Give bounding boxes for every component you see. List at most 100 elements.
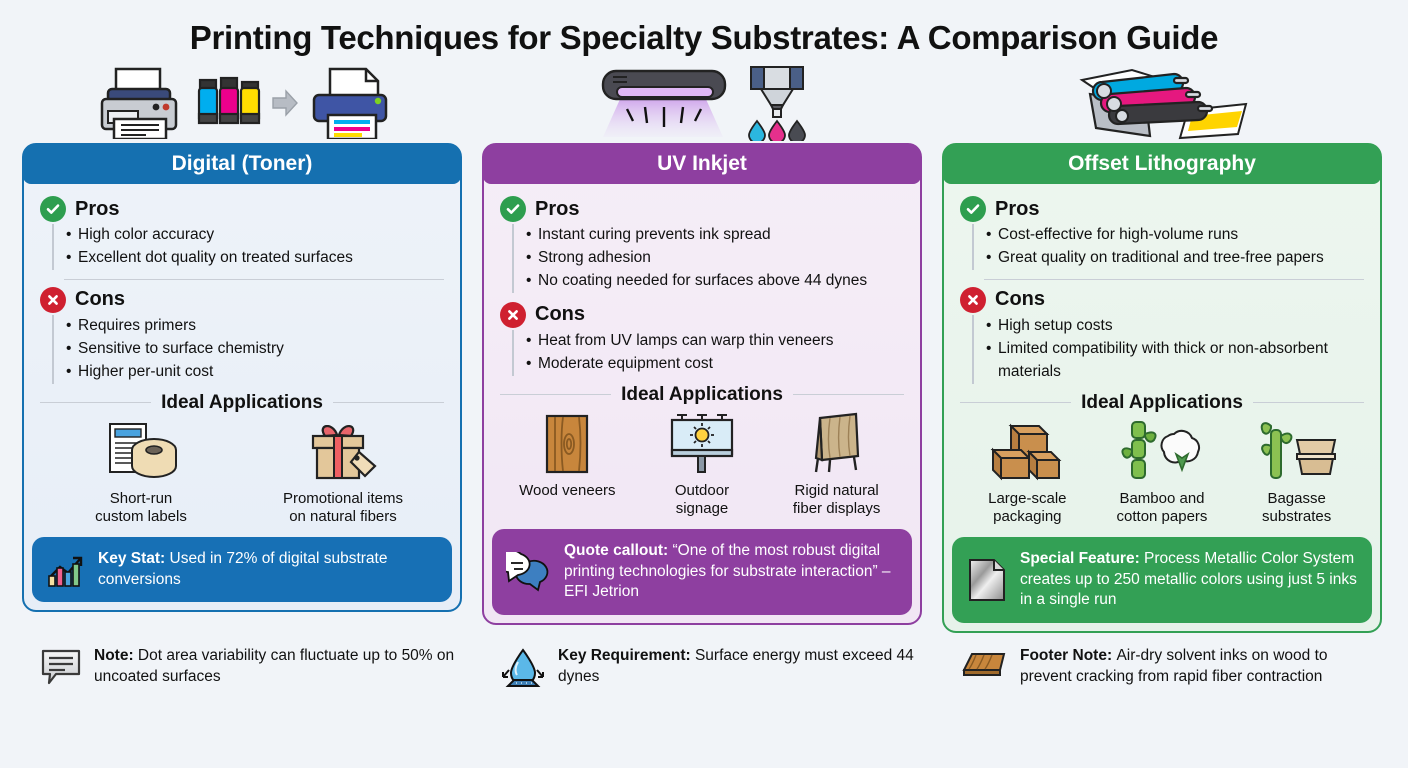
arrow-right-icon [272,89,298,117]
app-item: Large-scale packaging [961,420,1094,528]
ideal-applications-label: Ideal Applications [161,391,323,413]
list-item: Requires primers [66,315,444,338]
pros-label: Pros [535,197,580,220]
divider [984,278,1364,280]
pros-label: Pros [75,197,120,220]
list-item: No coating needed for surfaces above 44 … [526,270,904,293]
column-offset: Offset Lithography Pros Cost-effective f… [942,63,1382,634]
pros-list-digital: High color accuracy Excellent dot qualit… [52,224,444,270]
check-circle-icon [960,196,986,222]
callout-label: Special Feature: [1020,550,1145,568]
list-item: Excellent dot quality on treated surface… [66,247,444,270]
callout-label: Key Stat: [98,550,170,568]
column-uv: UV Inkjet Pros Instant curing prevents i… [482,63,922,633]
list-item: Higher per-unit cost [66,361,444,384]
note-text: Footer Note: Air-dry solvent inks on woo… [1020,646,1382,688]
app-item: Rigid natural fiber displays [770,412,903,520]
pros-heading-digital: Pros [40,196,444,222]
check-circle-icon [500,196,526,222]
callout-body: Used in 72% of digital substrate convers… [98,550,388,588]
ideal-applications-label: Ideal Applications [1081,391,1243,413]
callout-text: Quote callout: “One of the most robust d… [564,541,898,603]
ideal-applications-heading-uv: Ideal Applications [500,383,905,406]
list-item: High setup costs [986,315,1364,338]
pros-list-offset: Cost-effective for high-volume runs Grea… [972,224,1364,270]
note-body: Dot area variability can fluctuate up to… [94,647,455,685]
app-item: Promotional items on natural fibers [276,420,409,528]
ideal-applications-label: Ideal Applications [621,383,783,405]
cons-heading-offset: Cons [960,286,1364,313]
bagasse-containers-icon [1230,420,1363,482]
wood-plank-icon [501,412,634,474]
app-label: Wood veneers [519,481,616,499]
panel-header-uv: UV Inkjet [483,144,921,184]
list-item: Sensitive to surface chemistry [66,338,444,361]
gift-box-icon [276,420,409,482]
callout-digital: Key Stat: Used in 72% of digital substra… [32,537,452,603]
ink-droplets-icon [748,119,806,141]
metallic-sheet-icon [966,557,1008,603]
divider [64,278,444,280]
panel-offset: Offset Lithography Pros Cost-effective f… [942,143,1382,634]
app-item: Short-run custom labels [74,420,207,528]
hero-icons-digital [22,63,462,143]
list-item: Moderate equipment cost [526,353,904,376]
offset-press-rollers-icon [1078,68,1247,140]
note-label: Footer Note: [1020,647,1117,665]
pros-list-uv: Instant curing prevents ink spread Stron… [512,224,904,293]
note-text: Key Requirement: Surface energy must exc… [558,646,922,688]
app-label: Rigid natural fiber displays [792,481,881,518]
cons-label: Cons [75,288,125,311]
list-item: Heat from UV lamps can warp thin veneers [526,330,904,353]
hero-icons-offset [942,63,1382,143]
cons-list-digital: Requires primers Sensitive to surface ch… [52,314,444,384]
cardboard-boxes-icon [961,420,1094,482]
inkjet-printhead-icon [748,66,806,141]
list-item: Instant curing prevents ink spread [526,224,904,247]
ideal-applications-heading-offset: Ideal Applications [960,391,1365,414]
callout-text: Key Stat: Used in 72% of digital substra… [98,549,438,590]
cons-list-uv: Heat from UV lamps can warp thin veneers… [512,329,904,376]
bamboo-cotton-icon [1095,420,1228,482]
page-title: Printing Techniques for Specialty Substr… [189,19,1219,56]
x-circle-icon [500,301,526,328]
callout-body: Process Metallic Color System creates up… [1020,550,1357,609]
app-label: Outdoor signage [674,481,730,518]
app-item: Bagasse substrates [1230,420,1363,528]
app-item: Bamboo and cotton papers [1095,420,1228,528]
list-item: Great quality on traditional and tree-fr… [986,247,1364,270]
note-label: Note: [94,647,138,665]
callout-body: “One of the most robust digital printing… [564,542,891,601]
app-label: Short-run custom labels [95,489,187,526]
list-item: Limited compatibility with thick or non-… [986,338,1364,384]
note-offset: Footer Note: Air-dry solvent inks on woo… [942,646,1382,690]
cons-list-offset: High setup costs Limited compatibility w… [972,314,1364,384]
uv-curing-lamp-icon [601,69,727,137]
pros-label: Pros [995,197,1040,220]
note-body: Surface energy must exceed 44 dynes [558,647,914,685]
apps-uv: Wood veneers [500,412,904,520]
ideal-applications-heading-digital: Ideal Applications [40,391,445,414]
footer-notes: Note: Dot area variability can fluctuate… [0,646,1408,690]
x-circle-icon [40,286,66,313]
hero-icons-uv [482,63,922,143]
callout-offset: Special Feature: Process Metallic Color … [952,537,1372,624]
callout-text: Special Feature: Process Metallic Color … [1020,549,1358,611]
callout-uv: Quote callout: “One of the most robust d… [492,529,912,616]
laser-printer-icon [100,67,178,139]
speech-bubble-lines-icon [40,646,82,686]
label-roll-icon [74,420,207,482]
note-digital: Note: Dot area variability can fluctuate… [22,646,462,690]
pros-heading-offset: Pros [960,196,1364,222]
water-droplet-surface-icon [500,646,546,690]
quote-bubbles-icon [506,552,552,592]
color-printer-output-icon [312,67,388,139]
apps-digital: Short-run custom labels [40,420,444,528]
cons-heading-uv: Cons [500,301,904,328]
column-digital: Digital (Toner) Pros High color accuracy… [22,63,462,633]
app-label: Bamboo and cotton papers [1116,489,1208,526]
panel-uv: UV Inkjet Pros Instant curing prevents i… [482,143,922,626]
bar-chart-growth-icon [46,551,86,589]
list-item: High color accuracy [66,224,444,247]
cons-heading-digital: Cons [40,286,444,313]
